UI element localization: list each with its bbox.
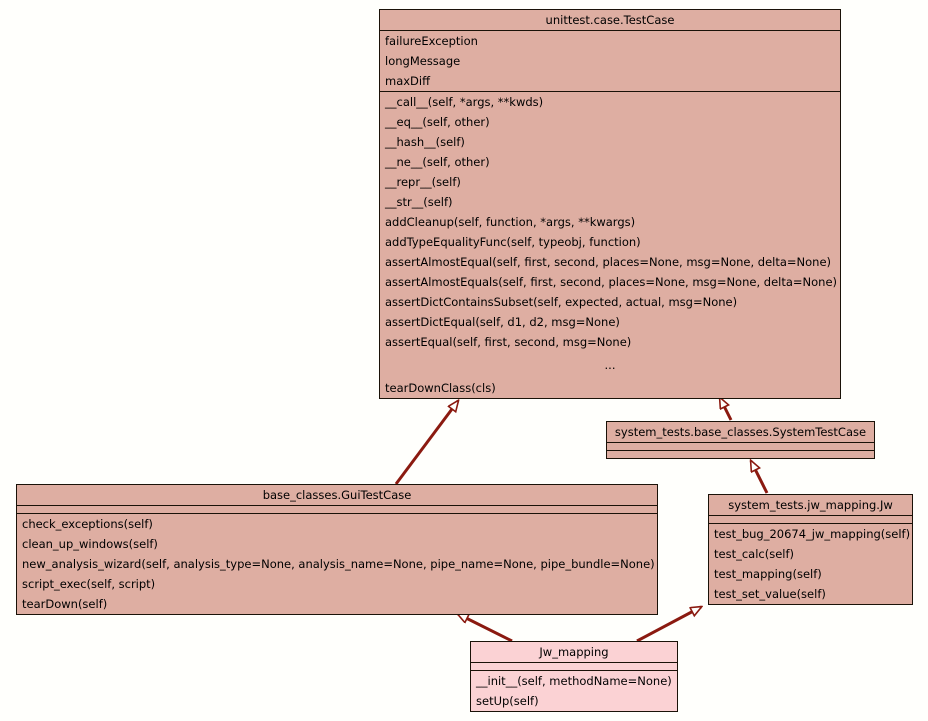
class-method: __eq__(self, other)	[385, 115, 490, 129]
class-method: addTypeEqualityFunc(self, typeobj, funct…	[385, 235, 641, 249]
class-methods-testcase: __call__(self, *args, **kwds) __eq__(sel…	[380, 92, 840, 398]
class-methods-jw: test_bug_20674_jw_mapping(self) test_cal…	[709, 524, 912, 604]
class-methods-guitestcase: check_exceptions(self) clean_up_windows(…	[17, 514, 657, 614]
class-box-systemtestcase[interactable]: system_tests.base_classes.SystemTestCase	[606, 421, 875, 459]
class-method: test_set_value(self)	[714, 587, 826, 601]
class-methods-systemtestcase	[607, 451, 874, 458]
class-title-systemtestcase: system_tests.base_classes.SystemTestCase	[607, 422, 874, 443]
class-method: check_exceptions(self)	[22, 517, 153, 531]
class-method: test_mapping(self)	[714, 567, 822, 581]
class-method: new_analysis_wizard(self, analysis_type=…	[22, 557, 655, 571]
class-method: tearDown(self)	[22, 597, 108, 611]
relation-jw-inherits-systemtestcase	[751, 461, 769, 494]
class-attributes-jwmapping	[471, 663, 677, 671]
class-method: tearDownClass(cls)	[385, 381, 496, 395]
class-box-guitestcase[interactable]: base_classes.GuiTestCase check_exception…	[16, 484, 658, 615]
class-methods-truncation-ellipsis: ...	[604, 358, 616, 372]
class-method: addCleanup(self, function, *args, **kwar…	[385, 215, 636, 229]
class-attributes-jw	[709, 516, 912, 524]
class-box-jw[interactable]: system_tests.jw_mapping.Jw test_bug_2067…	[708, 494, 913, 605]
class-method: test_calc(self)	[714, 547, 795, 561]
class-attribute: failureException	[385, 34, 478, 48]
class-box-testcase[interactable]: unittest.case.TestCase failureException …	[379, 9, 841, 399]
class-title-jwmapping: Jw_mapping	[471, 642, 677, 663]
class-method: __repr__(self)	[385, 175, 461, 189]
class-title-jw: system_tests.jw_mapping.Jw	[709, 495, 912, 516]
relation-guitestcase-inherits-testcase	[394, 401, 458, 485]
class-method: assertAlmostEquals(self, first, second, …	[385, 275, 838, 289]
class-method: __call__(self, *args, **kwds)	[385, 95, 544, 109]
class-title-guitestcase: base_classes.GuiTestCase	[17, 485, 657, 506]
class-method: __init__(self, methodName=None)	[476, 674, 672, 688]
class-method: __hash__(self)	[385, 135, 465, 149]
class-methods-jwmapping: __init__(self, methodName=None) setUp(se…	[471, 671, 677, 711]
class-method: assertAlmostEqual(self, first, second, p…	[385, 255, 832, 269]
class-method: assertDictEqual(self, d1, d2, msg=None)	[385, 315, 620, 329]
class-method: __str__(self)	[385, 195, 453, 209]
class-method: clean_up_windows(self)	[22, 537, 158, 551]
class-box-jwmapping[interactable]: Jw_mapping __init__(self, methodName=Non…	[470, 641, 678, 712]
relation-jwmapping-inherits-guitestcase	[458, 614, 513, 643]
class-attribute: maxDiff	[385, 74, 431, 88]
class-attributes-systemtestcase	[607, 443, 874, 451]
class-attributes-testcase: failureException longMessage maxDiff	[380, 31, 840, 92]
class-attribute: longMessage	[385, 54, 461, 68]
class-method: assertDictContainsSubset(self, expected,…	[385, 295, 738, 309]
class-attributes-guitestcase	[17, 506, 657, 514]
class-method: assertEqual(self, first, second, msg=Non…	[385, 335, 632, 349]
relation-systemtestcase-inherits-testcase	[720, 398, 733, 421]
class-title-testcase: unittest.case.TestCase	[380, 10, 840, 31]
class-method: __ne__(self, other)	[385, 155, 490, 169]
class-method: test_bug_20674_jw_mapping(self)	[714, 527, 911, 541]
class-method: setUp(self)	[476, 694, 539, 708]
class-method: script_exec(self, script)	[22, 577, 156, 591]
